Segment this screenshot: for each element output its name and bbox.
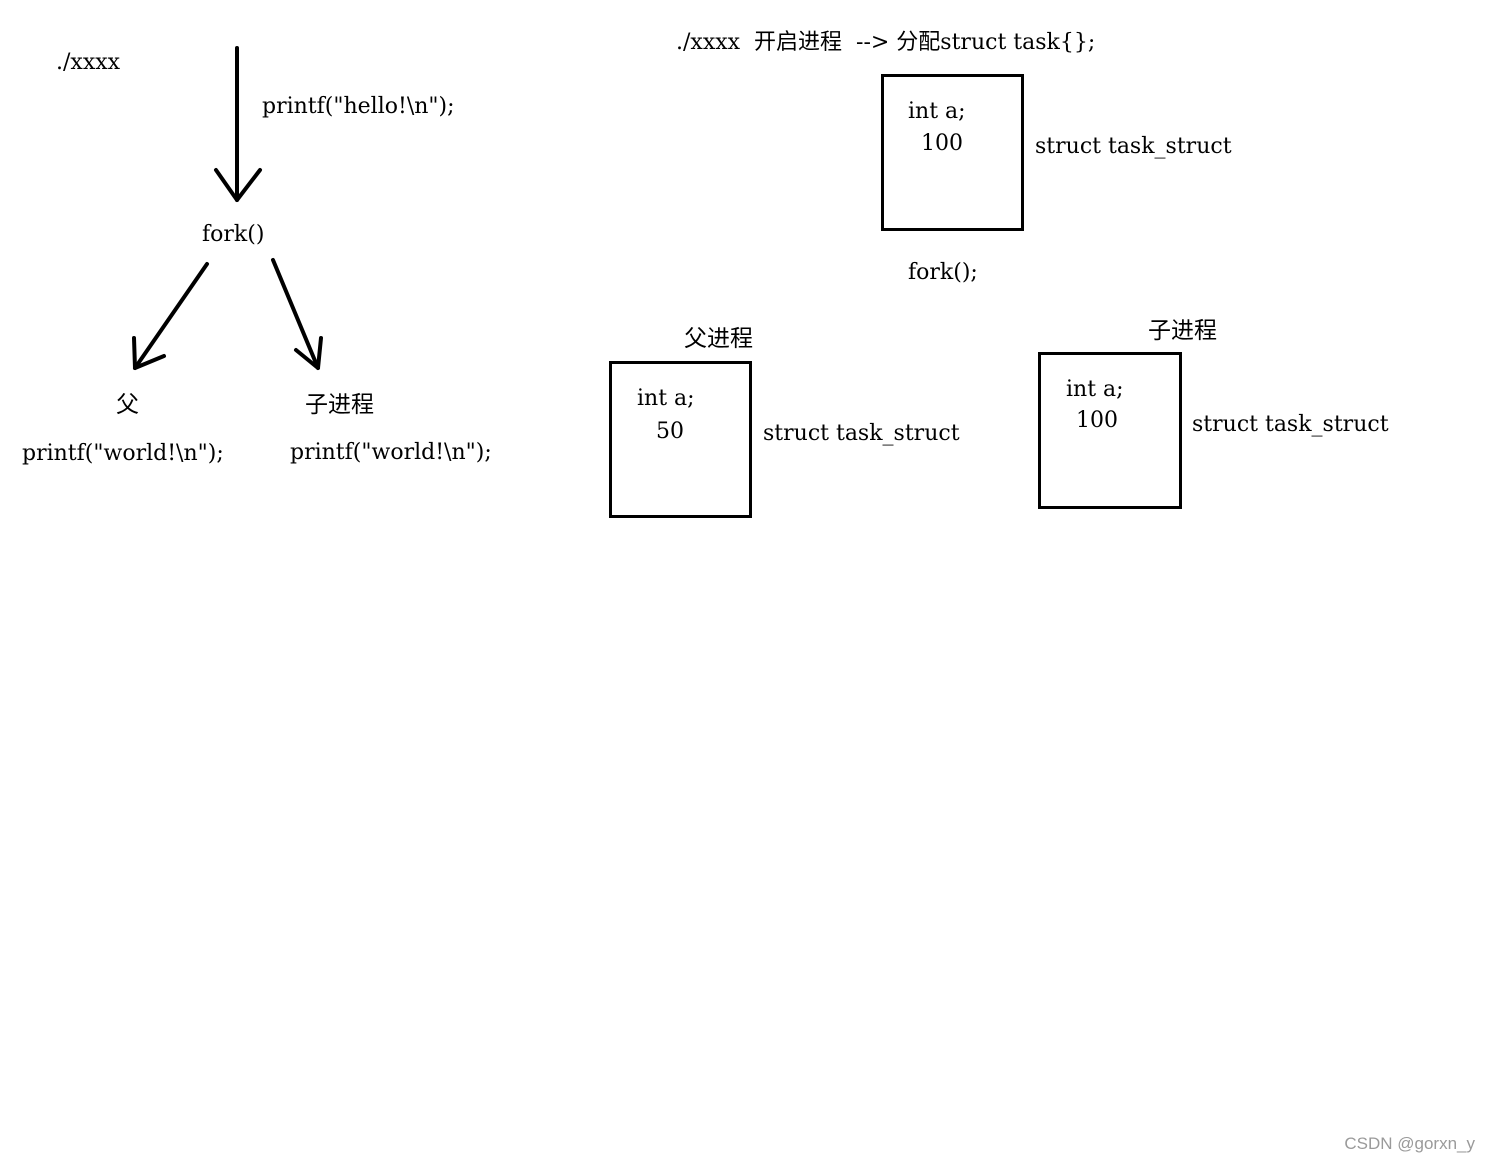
child-printf: printf("world!\n"); [290,440,492,465]
child-box-value: 100 [1076,408,1118,433]
top-box-caption: struct task_struct [1035,134,1232,159]
watermark: CSDN @gorxn_y [1344,1134,1475,1153]
child-box-declaration: int a; [1066,377,1124,402]
top-task-box [881,74,1024,231]
child-task-box [1038,352,1182,509]
parent-box-declaration: int a; [637,386,695,411]
top-box-value: 100 [921,131,963,156]
fork-call: fork() [202,222,265,247]
arrow-down-to-fork [214,46,262,202]
child-box-caption: struct task_struct [1192,412,1389,437]
parent-printf: printf("world!\n"); [22,441,224,466]
parent-label: 父 [116,392,139,418]
exec-command: ./xxxx [56,50,121,75]
child-process-title: 子进程 [1148,318,1217,344]
parent-process-title: 父进程 [684,326,753,352]
printf-hello: printf("hello!\n"); [262,94,455,119]
arrow-to-child [271,258,323,370]
process-start-header: ./xxxx 开启进程 --> 分配struct task{}; [676,30,1096,55]
arrow-to-parent [132,262,209,370]
top-box-declaration: int a; [908,99,966,124]
parent-box-caption: struct task_struct [763,421,960,446]
child-label: 子进程 [305,392,374,418]
fork-statement: fork(); [908,260,978,285]
parent-box-value: 50 [656,419,684,444]
parent-task-box [609,361,752,518]
